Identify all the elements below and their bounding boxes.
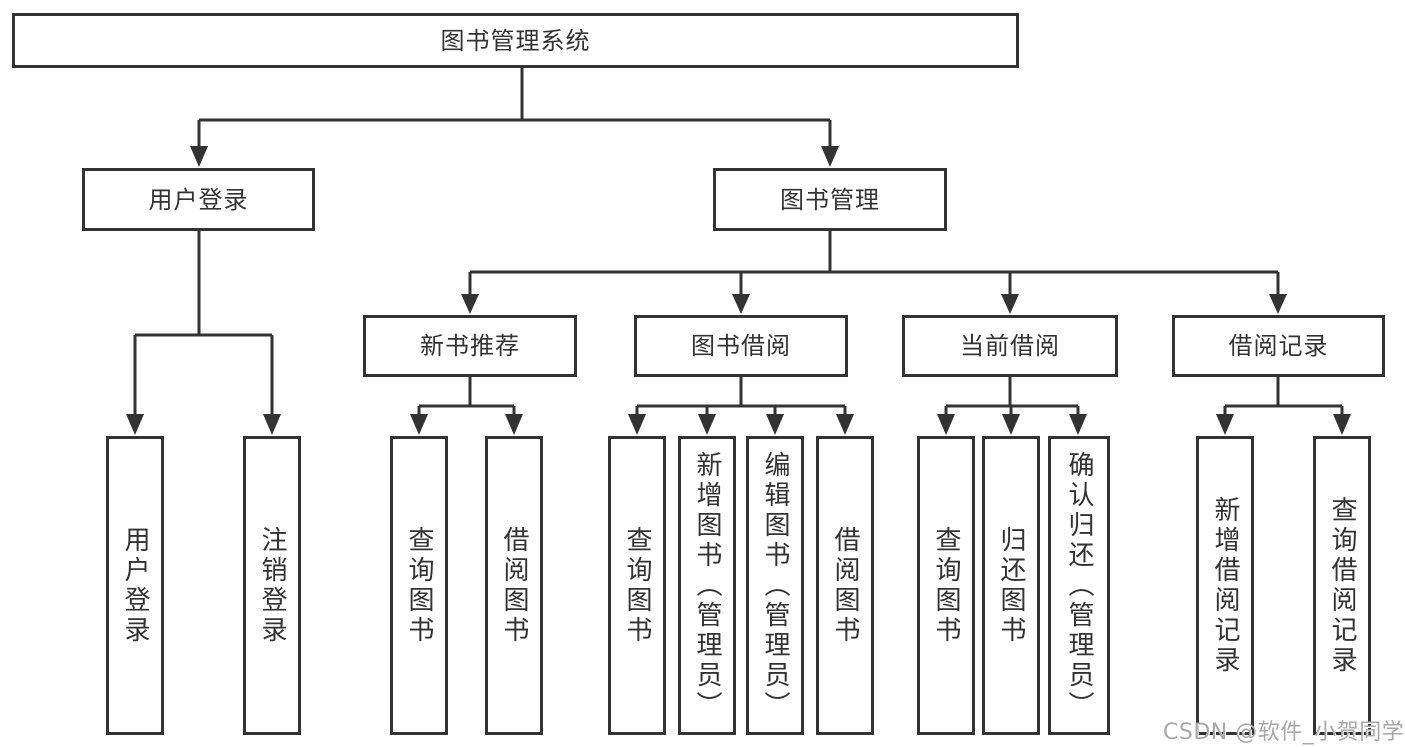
arrowhead-leaf (1216, 414, 1234, 435)
arrowhead-borrowing (732, 294, 750, 314)
leaf-return-books: 归还图书 (982, 436, 1040, 735)
arrowhead-leaf (937, 414, 955, 435)
arrowhead-leaf (410, 414, 428, 435)
node-borrowing-records: 借阅记录 (1172, 315, 1385, 377)
leaf-query-books-current: 查询图书 (917, 436, 975, 735)
node-book-borrowing: 图书借阅 (634, 315, 848, 377)
node-library-system: 图书管理系统 (12, 13, 1019, 68)
arrowhead-leaf (698, 414, 716, 435)
arrowhead-leaf (1069, 414, 1087, 435)
arrowhead-leaf (628, 414, 646, 435)
node-current-borrowing: 当前借阅 (902, 315, 1118, 377)
leaf-confirm-return-admin: 确认归还（管理员） (1048, 436, 1110, 735)
arrowhead-user-login (190, 146, 208, 167)
leaf-edit-book-admin: 编辑图书（管理员） (746, 436, 804, 735)
arrowhead-leaf (766, 414, 784, 435)
leaf-logout: 注销登录 (243, 436, 301, 735)
arrowhead-leaf (1002, 414, 1020, 435)
leaf-user-login: 用户登录 (106, 436, 164, 735)
arrowhead-leaf (1333, 414, 1351, 435)
leaf-borrow-books-borrowing: 借阅图书 (816, 436, 874, 735)
leaf-query-books-borrowing: 查询图书 (608, 436, 666, 735)
node-book-management: 图书管理 (713, 168, 947, 231)
leaf-borrow-books-recommend: 借阅图书 (485, 436, 543, 735)
arrowhead-leaf (263, 414, 281, 435)
node-new-book-recommendation: 新书推荐 (363, 315, 577, 377)
csdn-watermark: CSDN @软件_小贺同学 (1163, 720, 1405, 745)
arrowhead-recommend (461, 294, 479, 314)
leaf-query-books-recommend: 查询图书 (390, 436, 448, 735)
arrowhead-leaf (505, 414, 523, 435)
arrowhead-leaf (836, 414, 854, 435)
arrowhead-records (1269, 294, 1287, 314)
node-user-login: 用户登录 (82, 168, 315, 231)
arrowhead-book-mgmt (821, 146, 839, 167)
leaf-query-borrow-record: 查询借阅记录 (1313, 436, 1371, 735)
arrowhead-leaf (126, 414, 144, 435)
leaf-add-borrow-record: 新增借阅记录 (1196, 436, 1254, 735)
leaf-add-book-admin: 新增图书（管理员） (678, 436, 736, 735)
arrowhead-current (1001, 294, 1019, 314)
